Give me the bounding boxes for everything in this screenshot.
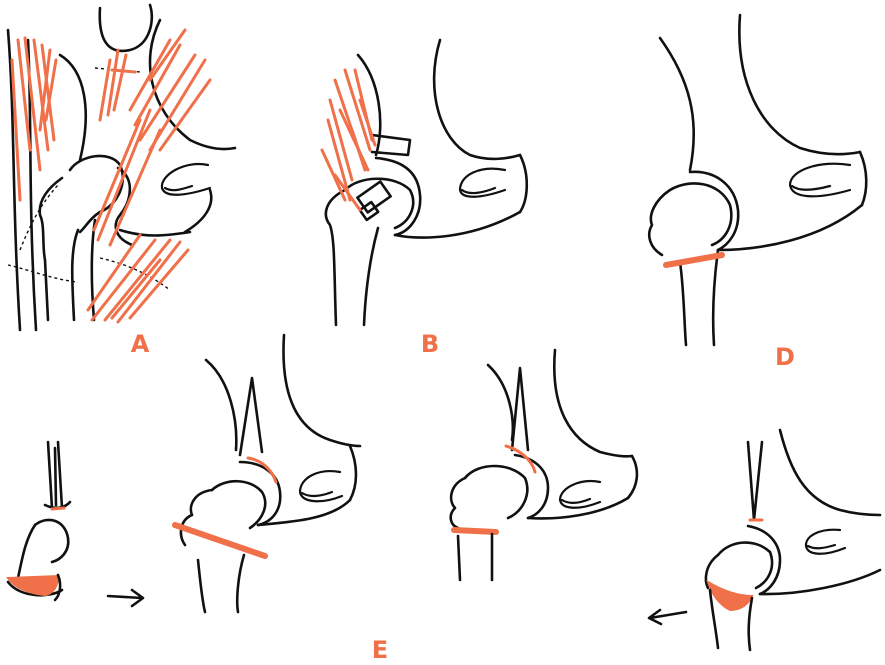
panel-d-label: D xyxy=(775,343,795,371)
panel-e-stage-2 xyxy=(175,335,360,612)
panel-e-label: E xyxy=(372,636,388,664)
panel-b-label: B xyxy=(421,330,439,358)
panel-d: D xyxy=(649,15,866,371)
panel-a: A xyxy=(8,5,235,358)
panel-e-stage-1 xyxy=(8,442,143,606)
panel-e-stage-4 xyxy=(649,430,880,650)
arrow-left-icon xyxy=(649,610,686,624)
panel-e-stage-3 xyxy=(451,350,637,580)
panel-a-label: A xyxy=(131,330,150,358)
panel-b: B xyxy=(322,40,527,358)
arrow-right-icon xyxy=(108,590,143,606)
panel-e: E xyxy=(8,335,880,664)
